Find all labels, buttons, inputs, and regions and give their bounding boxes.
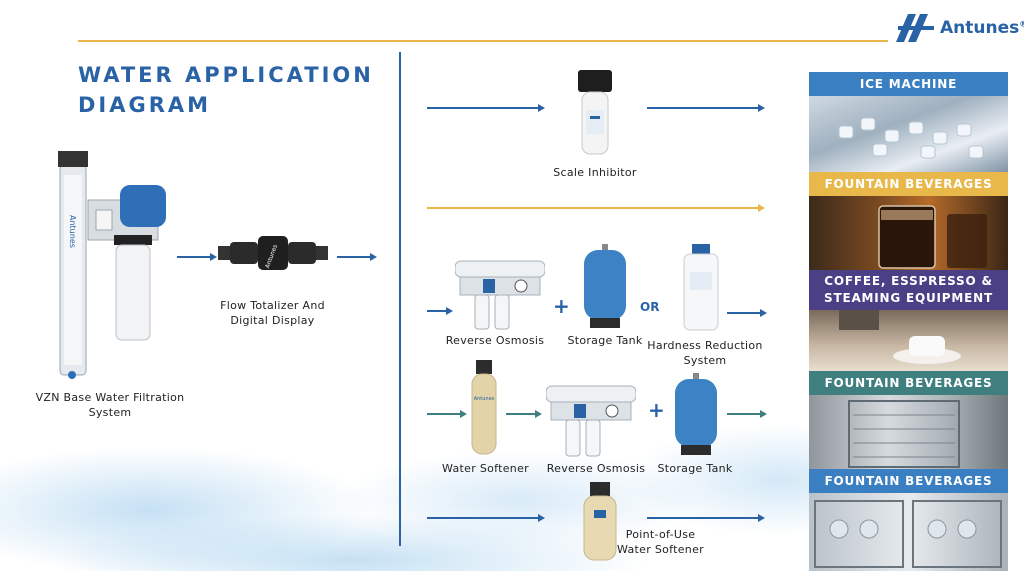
water-softener-label: Water Softener [442,462,529,475]
scale-inhibitor-image [578,70,612,155]
arrow-flow-to-branches [337,252,377,262]
vertical-divider [399,52,401,546]
pou-softener-label: Point-of-Use Water Softener [617,528,704,556]
panel-fountain-3-title: FOUNTAIN BEVERAGES [809,469,1008,493]
water-softener-image: Antunes [471,360,497,455]
page-title: WATER APPLICATION DIAGRAM [78,63,374,117]
panel-ice-machine-title: ICE MACHINE [809,72,1008,96]
flow-totalizer-label: Flow Totalizer And Digital Display [220,299,325,327]
soda-glass-icon [878,205,987,269]
arrow-to-water-softener [427,409,467,419]
storage-tank-2-label: Storage Tank [657,462,733,475]
panel-coffee-title: COFFEE, ESSPRESSO & STEAMING EQUIPMENT [809,270,1008,310]
panel-fountain-beverages-2: FOUNTAIN BEVERAGES [809,371,1008,469]
vzn-filtration-system-image: Antunes [58,151,166,379]
logo-text: Antunes® [940,18,1024,38]
plus-sign-2: + [648,398,665,422]
antunes-logo-mark [896,14,934,42]
reverse-osmosis-2-label: Reverse Osmosis [546,462,646,475]
arrow-to-coffee [727,308,767,318]
fountain-beverage-photo [809,196,1008,270]
panel-coffee-espresso: COFFEE, ESSPRESSO & STEAMING EQUIPMENT [809,270,1008,371]
arrow-direct-to-fountain [427,203,765,213]
svg-text:Antunes: Antunes [474,396,495,402]
pou-softener-image [583,482,617,561]
svg-text:Antunes: Antunes [68,215,77,248]
panel-ice-machine: ICE MACHINE [809,72,1008,172]
antunes-logo: Antunes® [894,12,1024,46]
arrow-to-fountain-3 [647,513,765,523]
arrow-to-pou-softener [427,513,545,523]
arrow-vzn-to-flow [177,252,217,262]
coffee-cup-icon [839,310,961,364]
arrow-to-reverse-osmosis-1 [427,306,453,316]
storage-tank-1-image [584,244,626,328]
dishwasher-racks-icon [814,500,1002,568]
combi-oven-photo [809,395,1008,469]
or-label: OR [640,300,660,314]
panel-fountain-beverages-1: FOUNTAIN BEVERAGES [809,172,1008,270]
panel-fountain-1-title: FOUNTAIN BEVERAGES [809,172,1008,196]
ice-cubes-icon [838,117,984,159]
scale-inhibitor-label: Scale Inhibitor [553,166,637,179]
flow-totalizer-image: Antunes [218,236,328,270]
storage-tank-1-label: Storage Tank [567,334,643,347]
storage-tank-2-image [675,373,717,455]
ice-machine-photo [809,96,1008,172]
arrow-to-fountain-2 [727,409,767,419]
arrow-scale-to-ice [647,103,765,113]
panel-fountain-beverages-3: FOUNTAIN BEVERAGES [809,469,1008,571]
hardness-reduction-image [683,244,719,331]
oven-rack-icon [848,400,960,468]
coffee-photo [809,310,1008,371]
dishwasher-photo [809,493,1008,571]
reverse-osmosis-1-image [455,260,545,330]
header-rule [78,40,888,42]
plus-sign-1: + [553,294,570,318]
arrow-to-scale-inhibitor [427,103,545,113]
panel-fountain-2-title: FOUNTAIN BEVERAGES [809,371,1008,395]
reverse-osmosis-1-label: Reverse Osmosis [445,334,545,347]
vzn-label: VZN Base Water Filtration System [35,391,185,419]
arrow-softener-to-ro [506,409,542,419]
reverse-osmosis-2-image [546,385,636,457]
hardness-reduction-label: Hardness Reduction System [647,339,763,367]
